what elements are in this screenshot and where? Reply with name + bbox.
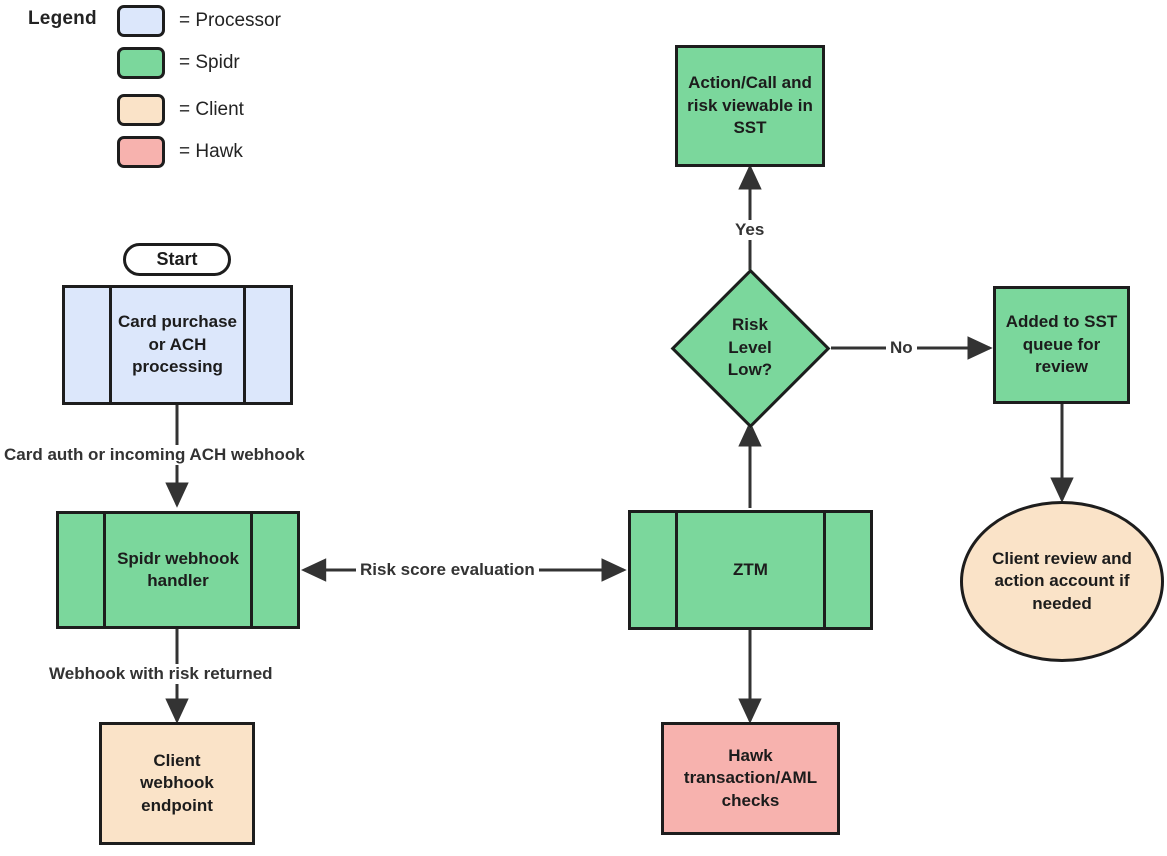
legend-label-spidr: = Spidr [179, 52, 240, 73]
node-start[interactable]: Start [123, 243, 231, 276]
node-client-endpoint-label: Client webhook endpoint [140, 750, 214, 815]
node-ztm[interactable]: ZTM [628, 510, 873, 630]
node-risk-decision-label: Risk Level Low? [727, 315, 773, 380]
node-hawk-checks-label: Hawk transaction/AML checks [683, 745, 818, 810]
node-webhook-handler[interactable]: Spidr webhook handler [56, 511, 300, 629]
legend-swatch-client [117, 94, 165, 126]
node-hawk-checks[interactable]: Hawk transaction/AML checks [661, 722, 840, 835]
legend-swatch-processor [117, 5, 165, 37]
edge-label-no: No [886, 338, 917, 358]
legend-item-spidr: = Spidr [117, 47, 240, 79]
node-ztm-label: ZTM [733, 559, 768, 579]
node-sst-queue[interactable]: Added to SST queue for review [993, 286, 1130, 404]
node-card-processing[interactable]: Card purchase or ACH processing [62, 285, 293, 405]
legend-label-client: = Client [179, 99, 244, 120]
legend-label-hawk: = Hawk [179, 141, 243, 162]
legend-label-processor: = Processor [179, 10, 281, 31]
legend-swatch-hawk [117, 136, 165, 168]
node-sst-view-label: Action/Call and risk viewable in SST [687, 73, 813, 138]
node-client-review[interactable]: Client review and action account if need… [960, 501, 1164, 662]
node-sst-view[interactable]: Action/Call and risk viewable in SST [675, 45, 825, 167]
legend-swatch-spidr [117, 47, 165, 79]
legend-item-client: = Client [117, 94, 244, 126]
legend-item-processor: = Processor [117, 5, 281, 37]
node-webhook-handler-label: Spidr webhook handler [117, 548, 239, 590]
node-card-processing-label: Card purchase or ACH processing [117, 312, 238, 377]
node-risk-decision[interactable]: Risk Level Low? [670, 268, 830, 428]
edge-label-card-auth: Card auth or incoming ACH webhook [0, 445, 309, 465]
node-client-review-label: Client review and action account if need… [992, 548, 1132, 613]
edge-label-webhook-returned: Webhook with risk returned [45, 664, 277, 684]
edge-label-yes: Yes [731, 220, 769, 240]
node-start-label: Start [156, 248, 198, 269]
edge-label-risk-score: Risk score evaluation [356, 560, 539, 580]
legend-item-hawk: = Hawk [117, 136, 243, 168]
legend-title: Legend [28, 8, 97, 29]
node-sst-queue-label: Added to SST queue for review [1005, 312, 1118, 377]
node-client-endpoint[interactable]: Client webhook endpoint [99, 722, 255, 845]
